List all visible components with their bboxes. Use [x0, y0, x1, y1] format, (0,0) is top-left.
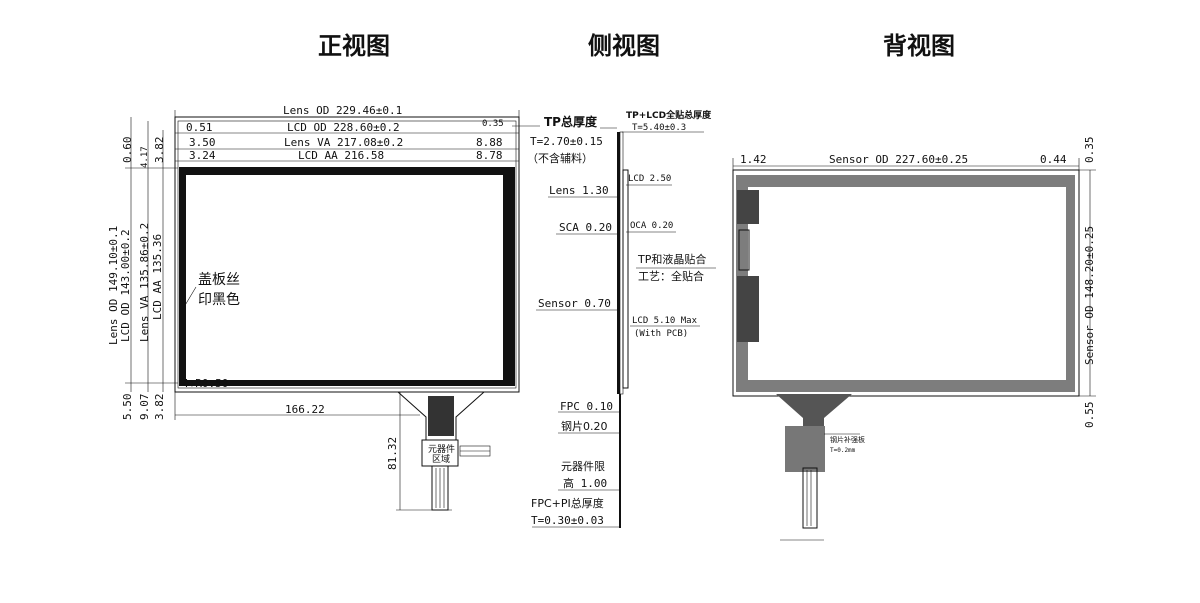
back-hatched-border	[736, 175, 1075, 392]
front-lcd-aa-width: LCD AA 216.58	[298, 149, 384, 162]
side-lcd-label: LCD 2.50	[628, 174, 671, 184]
front-bottom-5-50: 5.50	[121, 394, 134, 421]
back-steel-note-line1: 钢片补强板	[830, 435, 865, 444]
front-lcd-od-width: LCD OD 228.60±0.2	[287, 121, 400, 134]
tp-lcd-value: T=5.40±0.3	[632, 123, 686, 133]
front-fpc-traces	[428, 396, 454, 436]
front-top-dimensions: Lens OD 229.46±0.1 0.51 LCD OD 228.60±0.…	[174, 104, 540, 167]
back-connector-bottom	[737, 276, 759, 342]
front-lens-od-height: Lens OD 149.10±0.1	[107, 226, 120, 345]
silk-label-line1: 盖板丝	[198, 272, 240, 288]
side-component-line2: 高 1.00	[563, 476, 607, 490]
back-right-offset: 0.44	[1040, 153, 1067, 166]
back-fpc-tail	[802, 467, 818, 529]
side-lcd-layer	[622, 169, 629, 389]
side-fpc-label: FPC 0.10	[560, 400, 613, 413]
side-fpc-pi-line1: FPC+PI总厚度	[531, 496, 604, 510]
front-lcd-outline	[177, 120, 517, 389]
back-steel-stiffener	[785, 426, 825, 472]
front-left-dimensions: 0.60 4.17 3.82 Lens OD 149.10±0.1 LCD OD…	[107, 117, 178, 420]
side-fpc-pi-line2: T=0.30±0.03	[531, 514, 604, 527]
front-view: Lens OD 229.46±0.1 0.51 LCD OD 228.60±0.…	[107, 104, 540, 511]
front-lens-od-width: Lens OD 229.46±0.1	[283, 104, 402, 117]
front-lens-va-width: Lens VA 217.08±0.2	[284, 136, 403, 149]
front-view-title: 正视图	[318, 31, 390, 60]
side-lens-label: Lens 1.30	[549, 184, 609, 197]
tp-total-value: T=2.70±0.15	[530, 135, 603, 148]
side-sensor-label: Sensor 0.70	[538, 297, 611, 310]
side-bond-line1: TP和液晶贴合	[637, 252, 706, 266]
front-lens-va-left: 3.50	[189, 136, 216, 149]
back-view: 1.42 Sensor OD 227.60±0.25 0.44 0.35 Sen…	[732, 137, 1096, 541]
side-oca-label: OCA 0.20	[630, 221, 673, 231]
front-bottom-9-07: 9.07	[138, 394, 151, 421]
silk-label-line2: 印黑色	[198, 291, 240, 308]
back-steel-note-line2: T=0.2mm	[830, 447, 856, 454]
front-lens-va-height: Lens VA 135.86±0.2	[138, 223, 151, 342]
tp-lcd-title: TP+LCD全贴总厚度	[626, 109, 712, 121]
fpc-length-dim: 81.32	[386, 437, 399, 470]
side-view: TP总厚度 T=2.70±0.15 （不含辅料） TP+LCD全贴总厚度 T=5…	[527, 109, 716, 528]
side-component-line1: 元器件限	[561, 460, 605, 473]
tp-total-note: （不含辅料）	[527, 151, 593, 165]
front-lcd-od-height: LCD OD 143.00±0.2	[119, 229, 132, 342]
front-lcd-aa-right: 8.78	[476, 149, 503, 162]
back-connector-mid	[738, 229, 750, 271]
back-sensor-outline	[732, 169, 1080, 397]
front-top-4-17: 4.17	[140, 146, 150, 168]
front-bottom-3-82: 3.82	[153, 394, 166, 421]
corner-radius-label: 4+R0.50	[182, 377, 228, 390]
back-view-title: 背视图	[883, 31, 955, 60]
side-lcd-max-line1: LCD 5.10 Max	[632, 316, 698, 326]
back-sensor-od-height: Sensor OD 148.20±0.25	[1083, 226, 1096, 365]
side-steel-label: 钢片0.20	[561, 420, 608, 433]
side-lcd-max-line2: (With PCB)	[634, 329, 688, 339]
side-lens-layer	[617, 132, 620, 394]
component-area-label1: 元器件	[428, 443, 455, 455]
silk-leader	[183, 286, 197, 308]
back-connector-top	[737, 190, 759, 224]
side-view-title: 侧视图	[588, 31, 660, 60]
fpc-offset-dim: 166.22	[285, 403, 325, 416]
side-bond-line2: 工艺：全贴合	[638, 269, 704, 283]
back-left-offset: 1.42	[740, 153, 767, 166]
component-area-label2: 区域	[432, 453, 450, 465]
back-bottom-offset: 0.55	[1083, 402, 1096, 429]
front-top-3-82: 3.82	[153, 137, 166, 164]
front-top-0-60: 0.60	[121, 137, 134, 164]
front-lcd-od-right: 0.35	[482, 119, 504, 129]
front-lens-va-right: 8.88	[476, 136, 503, 149]
side-sca-label: SCA 0.20	[559, 221, 612, 234]
front-lcd-od-left: 0.51	[186, 121, 213, 134]
back-sensor-od-width: Sensor OD 227.60±0.25	[829, 153, 968, 166]
tp-total-title: TP总厚度	[544, 114, 598, 129]
back-top-offset: 0.35	[1083, 137, 1096, 164]
front-lcd-aa-height: LCD AA 135.36	[151, 234, 164, 320]
front-lcd-aa-left: 3.24	[189, 149, 216, 162]
